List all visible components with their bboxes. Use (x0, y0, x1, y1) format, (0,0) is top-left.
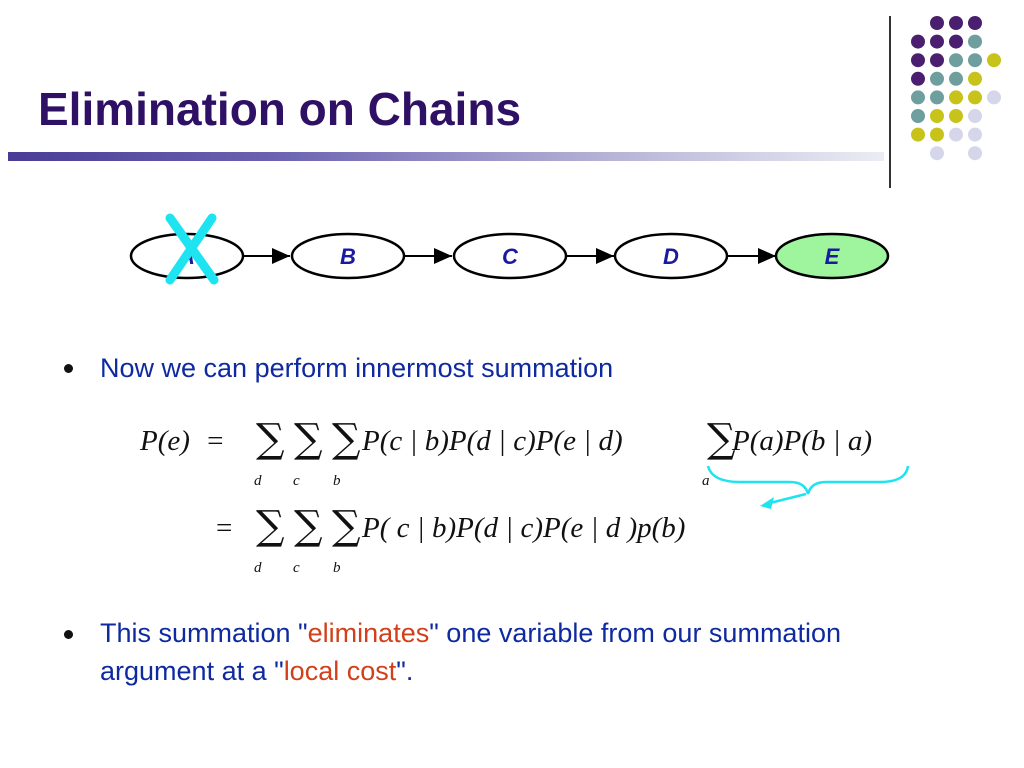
chain-node-b: B (290, 232, 406, 280)
title-underline-bar (8, 152, 884, 161)
eliminated-cross-icon (165, 213, 219, 285)
sum-symbol-b: ∑ (332, 416, 361, 462)
sum-index-c-1: c (293, 473, 300, 489)
decorative-dot (930, 90, 944, 105)
decorative-dot (968, 16, 982, 30)
bullet-2-part1: This summation " (100, 618, 308, 648)
decorative-dot (949, 71, 963, 86)
decorative-dot (968, 34, 982, 49)
chain-node-b-label: B (340, 244, 356, 269)
sum-index-d-1: d (254, 473, 262, 489)
decorative-dot (911, 34, 925, 49)
decorative-dot (911, 127, 925, 142)
chain-node-e-label: E (825, 244, 841, 269)
chain-node-d-label: D (663, 244, 679, 269)
chain-node-c-label: C (502, 244, 519, 269)
decorative-dot (968, 90, 982, 105)
sum-symbol-b-2: ∑ (332, 503, 361, 549)
decorative-dot (949, 90, 963, 105)
equation-line2-terms: P( c | b)P(d | c)P(e | d )p(b) (361, 512, 685, 544)
decorative-dot (911, 71, 925, 86)
sum-symbol-d: ∑ (256, 416, 285, 462)
sum-symbol-a: ∑ (707, 416, 736, 462)
decorative-dot (930, 53, 944, 68)
equation-line1-lhs: P(e) (139, 425, 190, 457)
bullet-1-text: Now we can perform innermost summation (100, 353, 614, 383)
sum-index-b-2: b (333, 560, 341, 576)
decorative-dot (968, 146, 982, 161)
chain-diagram: A B C D E (129, 213, 890, 285)
bullet-2-highlight-eliminates: eliminates (307, 618, 430, 648)
decorative-dot (930, 146, 944, 161)
decorative-dot (968, 127, 982, 142)
decorative-dot (949, 109, 963, 123)
decorative-vertical-rule (889, 16, 891, 188)
chain-node-e: E (774, 232, 890, 280)
decorative-dot (930, 34, 944, 49)
slide-title: Elimination on Chains (38, 83, 522, 135)
decorative-dot (949, 53, 963, 68)
decorative-dot (949, 127, 963, 142)
bullet-2-text: This summation "eliminates" one variable… (100, 614, 890, 690)
annotation-arrow (765, 492, 807, 506)
decorative-dot (968, 53, 982, 68)
bullet-2-dot (64, 630, 73, 639)
decorative-dot (987, 90, 1001, 105)
decorative-dot (987, 53, 1001, 68)
sum-symbol-d-2: ∑ (256, 503, 285, 549)
equation-line2-equals: = (216, 512, 232, 544)
equation-line1-inner-terms: P(a)P(b | a) (731, 425, 872, 457)
decorative-dot (911, 90, 925, 105)
annotation-arrowhead-icon (760, 497, 774, 509)
equation-block: P(e) = ∑ ∑ ∑ P(c | b)P(d | c)P(e | d) ∑ … (139, 416, 910, 576)
sum-symbol-c-2: ∑ (294, 503, 323, 549)
chain-node-c: C (452, 232, 568, 280)
equation-line1-terms: P(c | b)P(d | c)P(e | d) (361, 425, 623, 457)
bullet-2-part2: " one variable from our summation argume… (100, 618, 841, 686)
underbrace-annotation (706, 465, 910, 495)
sum-index-b-1: b (333, 473, 341, 489)
sum-symbol-c: ∑ (294, 416, 323, 462)
decorative-dot (930, 109, 944, 123)
decorative-dot (930, 71, 944, 86)
bullet-2-part3: ". (396, 656, 414, 686)
decorative-dot (911, 53, 925, 68)
equation-line1-equals: = (207, 425, 223, 457)
decorative-dot (911, 109, 925, 123)
sum-index-d-2: d (254, 560, 262, 576)
decorative-dot (930, 16, 944, 30)
equation-line1: P(e) = (139, 425, 224, 457)
decorative-dot (968, 109, 982, 123)
decorative-dot (930, 127, 944, 142)
chain-node-d: D (613, 232, 729, 280)
bullet-2-highlight-local-cost: local cost (283, 656, 397, 686)
decorative-dot (949, 34, 963, 49)
sum-index-a: a (702, 473, 710, 489)
sum-index-c-2: c (293, 560, 300, 576)
decorative-dot (968, 71, 982, 86)
decorative-dot (949, 16, 963, 30)
bullet-1-dot (64, 364, 73, 373)
